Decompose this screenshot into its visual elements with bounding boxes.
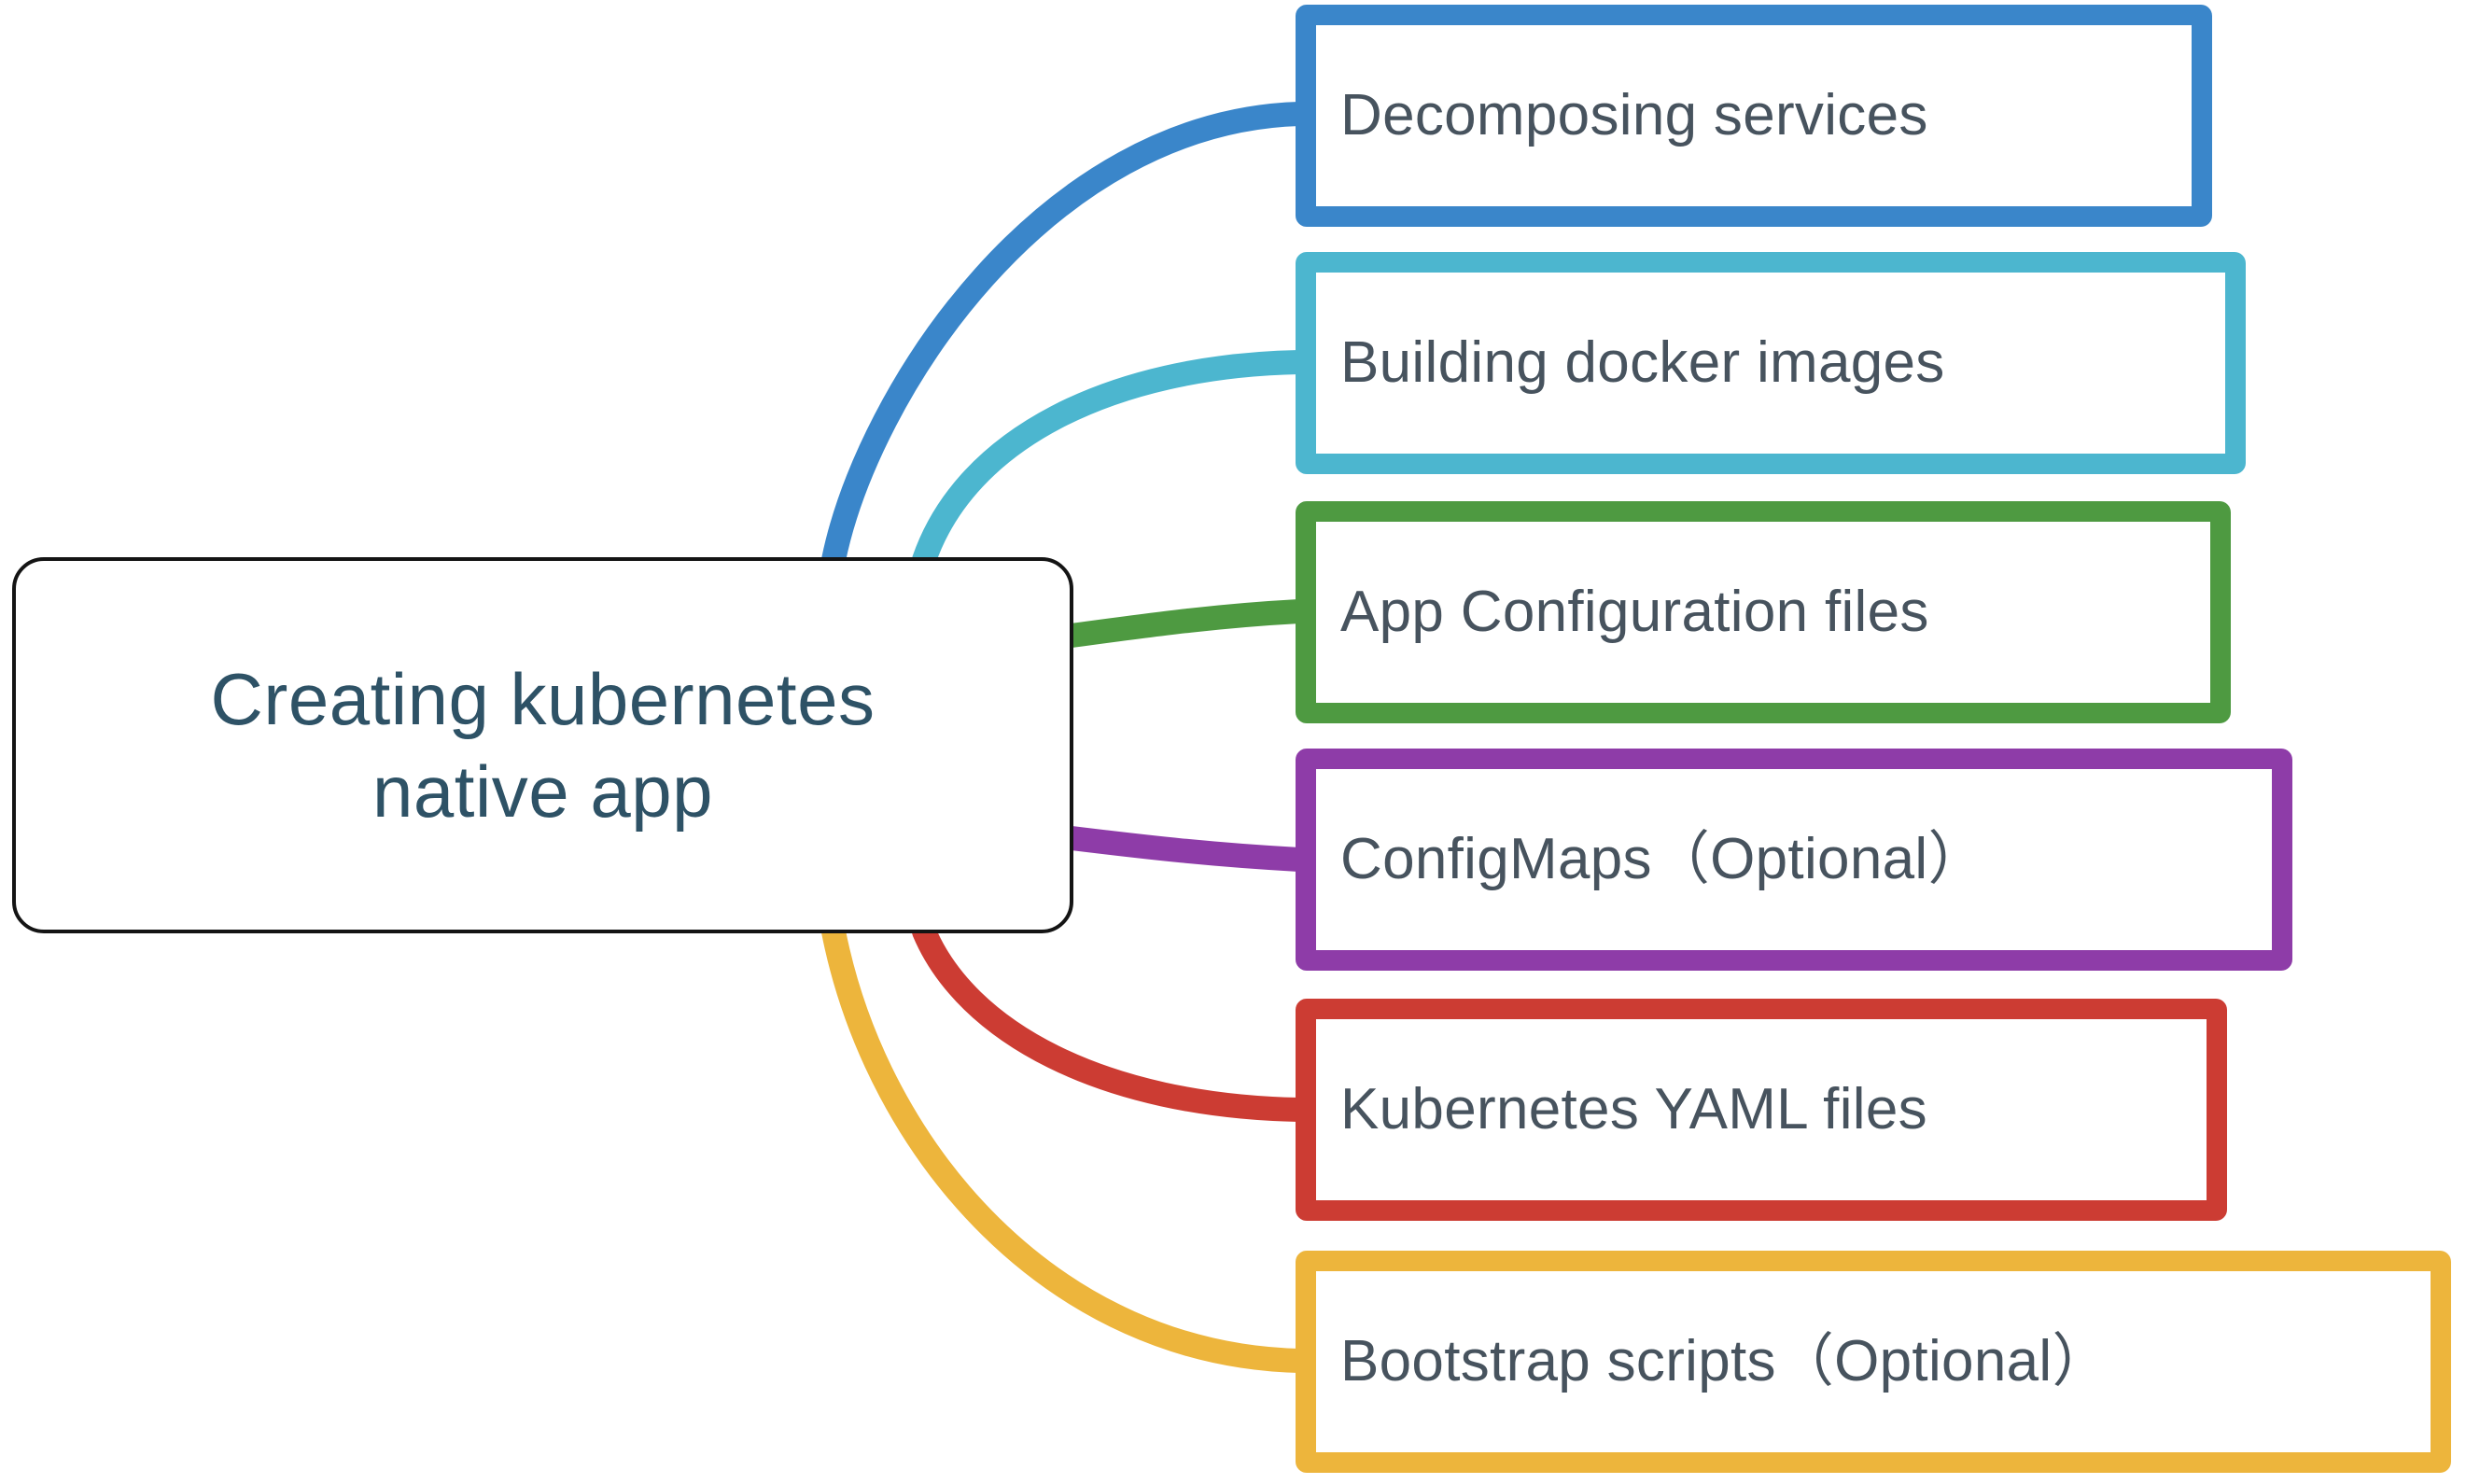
leaf-node-app-configuration-files[interactable]: App Configuration files [1296,501,2231,723]
root-node-label: Creating kubernetes native app [210,658,876,833]
connector-building-docker-images [912,350,1311,572]
leaf-label-building-docker-images: Building docker images [1340,329,1945,395]
connector-bootstrap-scripts [821,919,1311,1373]
connector-kubernetes-yaml-files [912,919,1311,1122]
leaf-label-configmaps: ConfigMaps（Optional） [1340,826,1986,891]
leaf-node-bootstrap-scripts[interactable]: Bootstrap scripts（Optional） [1296,1251,2451,1473]
leaf-node-kubernetes-yaml-files[interactable]: Kubernetes YAML files [1296,999,2227,1221]
leaf-node-configmaps[interactable]: ConfigMaps（Optional） [1296,749,2292,971]
leaf-node-decomposing-services[interactable]: Decomposing services [1296,5,2212,227]
connector-configmaps [1059,826,1311,872]
leaf-label-app-configuration-files: App Configuration files [1340,579,1929,644]
leaf-label-decomposing-services: Decomposing services [1340,82,1928,147]
connector-decomposing-services [821,102,1311,572]
leaf-label-bootstrap-scripts: Bootstrap scripts（Optional） [1340,1328,2110,1393]
root-node[interactable]: Creating kubernetes native app [12,557,1073,933]
connector-app-configuration-files [1059,599,1311,648]
leaf-node-building-docker-images[interactable]: Building docker images [1296,252,2246,474]
leaf-label-kubernetes-yaml-files: Kubernetes YAML files [1340,1076,1927,1141]
